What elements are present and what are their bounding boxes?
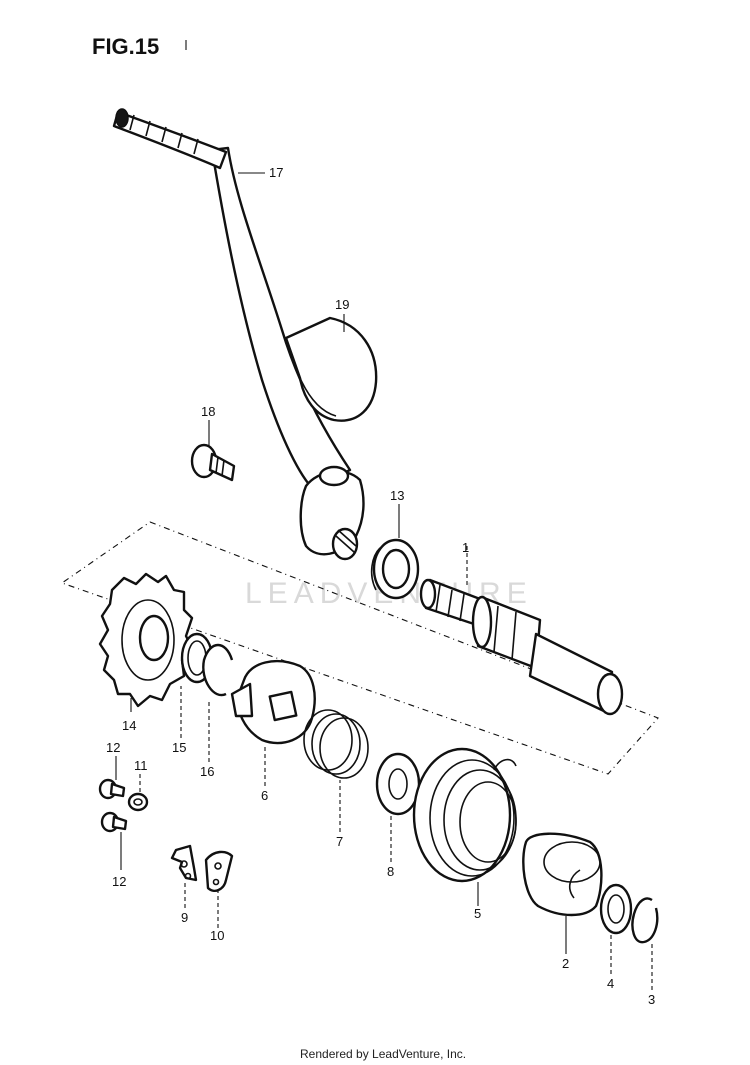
lever-grip-ridges — [129, 114, 199, 155]
callout-18: 18 — [201, 404, 215, 419]
leader-lines — [115, 172, 653, 990]
callout-13: 13 — [390, 488, 404, 503]
callout-5: 5 — [474, 906, 481, 921]
spring-part-7 — [303, 709, 369, 779]
callout-8: 8 — [387, 864, 394, 879]
washer-part-4-inner — [607, 894, 625, 924]
assembly-outline — [60, 521, 659, 775]
callout-1: 1 — [462, 540, 469, 555]
guide-part-6 — [230, 659, 316, 745]
stopper-part-10 — [204, 850, 234, 892]
callout-15: 15 — [172, 740, 186, 755]
spring-guide-part-2 — [522, 832, 603, 917]
bolt-part-18 — [190, 443, 236, 482]
screw-part-12-lower — [100, 811, 128, 833]
lever-boot-part-19 — [284, 316, 378, 422]
callout-14: 14 — [122, 718, 136, 733]
return-spring-part-5 — [412, 747, 517, 883]
callout-19: 19 — [335, 297, 349, 312]
circlip-part-3 — [631, 897, 659, 944]
callout-6: 6 — [261, 788, 268, 803]
footer-credit: Rendered by LeadVenture, Inc. — [300, 1047, 466, 1061]
kick-shaft-part-1 — [419, 578, 624, 716]
callout-17: 17 — [269, 165, 283, 180]
figure-title: FIG.15 — [92, 34, 159, 59]
nut-part-11-hole — [133, 798, 143, 806]
washer-part-8-inner — [388, 768, 408, 800]
washer-part-8 — [375, 752, 421, 816]
stopper-plate-part-9 — [170, 844, 198, 882]
kick-lever-part-17 — [112, 108, 365, 561]
callout-10: 10 — [210, 928, 224, 943]
callout-12-upper: 12 — [106, 740, 120, 755]
oil-seal-part-13 — [370, 538, 420, 600]
screw-part-12-upper — [98, 778, 126, 800]
callout-2: 2 — [562, 956, 569, 971]
callout-7: 7 — [336, 834, 343, 849]
callout-3: 3 — [648, 992, 655, 1007]
callout-16: 16 — [200, 764, 214, 779]
washer-part-4 — [599, 883, 633, 935]
callout-4: 4 — [607, 976, 614, 991]
driven-gear-part-14 — [98, 572, 194, 708]
callout-12-lower: 12 — [112, 874, 126, 889]
callout-11: 11 — [134, 758, 148, 773]
circlip-part-16 — [202, 643, 234, 697]
nut-part-11 — [127, 792, 149, 812]
callout-9: 9 — [181, 910, 188, 925]
